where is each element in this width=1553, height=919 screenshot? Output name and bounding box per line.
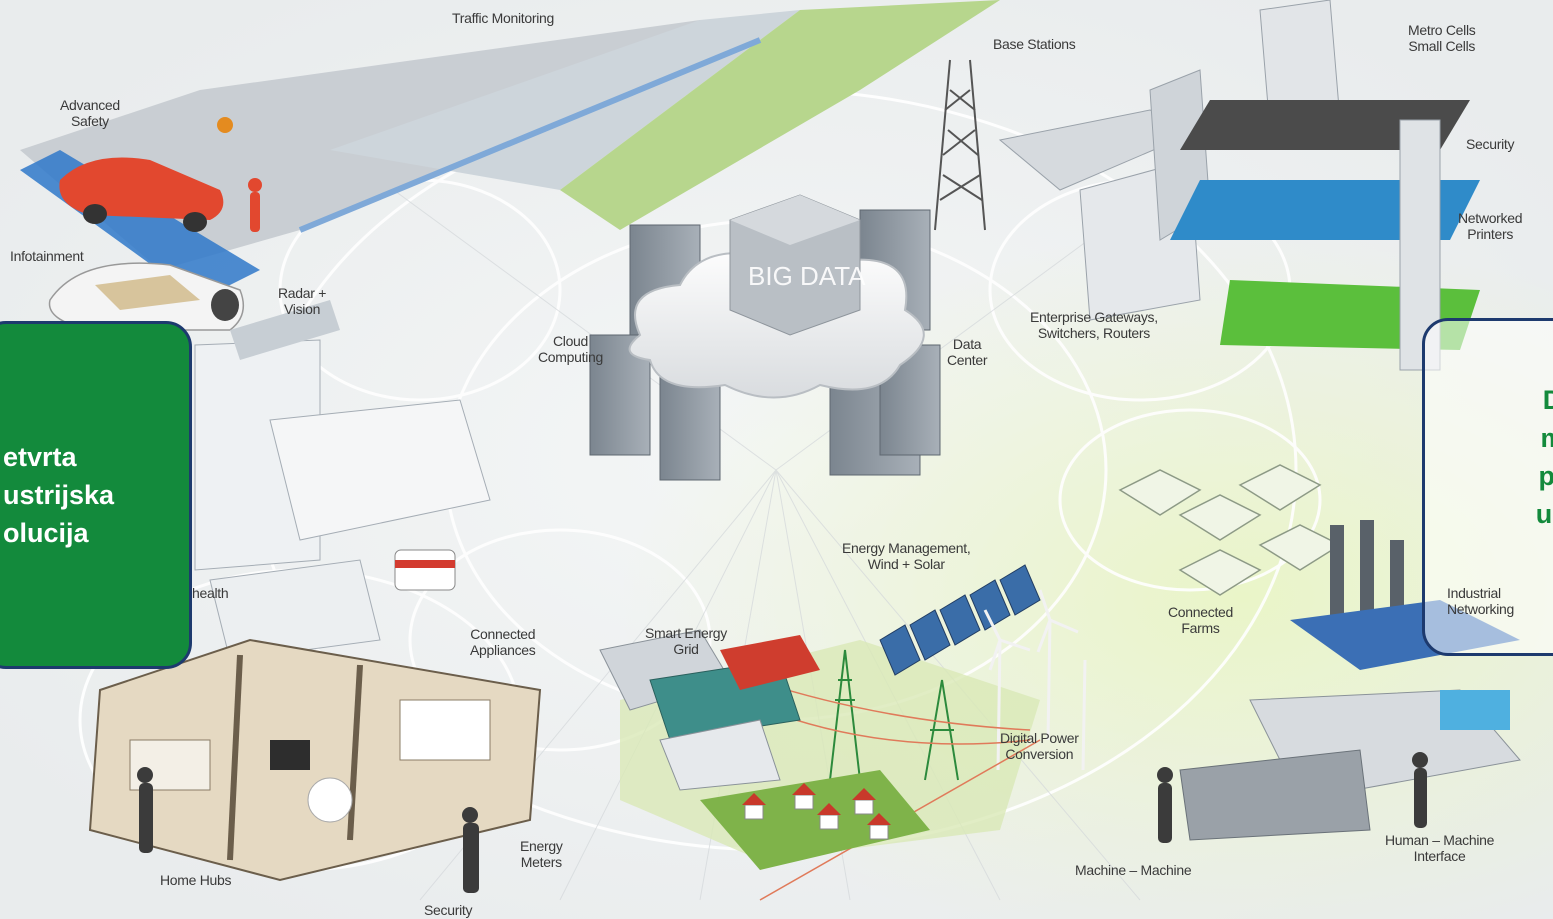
label-data-center-line2: Center bbox=[947, 352, 988, 368]
callout-right-box: Desc milij pove ured Industrial Networki… bbox=[1422, 318, 1553, 656]
label-smart-energy-grid: Smart Energy Grid bbox=[645, 625, 727, 657]
callout-right-text: Desc milij pove ured bbox=[1425, 381, 1553, 533]
callout-right-line3: pove bbox=[1425, 457, 1553, 495]
label-metro-cells-line1: Metro Cells bbox=[1408, 22, 1476, 38]
callout-right-line4: ured bbox=[1535, 499, 1553, 529]
label-advanced-safety: Advanced Safety bbox=[60, 97, 120, 129]
callout-left-line1: etvrta bbox=[3, 442, 77, 472]
callout-right-line2: milij bbox=[1425, 419, 1553, 457]
callout-right-line1: Desc bbox=[1425, 381, 1553, 419]
label-home-hubs: Home Hubs bbox=[160, 872, 232, 888]
label-ehealth: health bbox=[192, 585, 229, 601]
callout-left-box: etvrta ustrijska olucija bbox=[0, 321, 192, 669]
label-networked-printers-line1: Networked bbox=[1458, 210, 1523, 226]
label-energy-management: Energy Management, Wind + Solar bbox=[842, 540, 971, 572]
label-connected-appliances-line1: Connected bbox=[470, 626, 536, 642]
greenhouses bbox=[1118, 464, 1342, 596]
label-energy-meters-line1: Energy bbox=[520, 838, 563, 854]
label-connected-farms-line2: Farms bbox=[1181, 620, 1220, 636]
label-infotainment: Infotainment bbox=[10, 248, 84, 264]
label-smart-energy-grid-line1: Smart Energy bbox=[645, 625, 727, 641]
factory bbox=[1179, 520, 1521, 841]
cars bbox=[48, 157, 245, 331]
label-smart-energy-grid-line2: Grid bbox=[673, 641, 699, 657]
cloud-big-data: BIG DATA bbox=[589, 194, 941, 481]
label-metro-cells: Metro Cells Small Cells bbox=[1408, 22, 1476, 54]
label-security-top: Security bbox=[1466, 136, 1515, 152]
label-industrial-networking-line2: Networking bbox=[1447, 601, 1515, 617]
label-human-machine-line2: Interface bbox=[1413, 848, 1466, 864]
label-industrial-networking: Industrial Networking bbox=[1447, 585, 1514, 617]
label-digital-power: Digital Power Conversion bbox=[1000, 730, 1079, 762]
label-enterprise-gateways-line2: Switchers, Routers bbox=[1037, 325, 1150, 341]
label-connected-farms: Connected Farms bbox=[1168, 604, 1233, 636]
label-data-center: Data Center bbox=[947, 336, 988, 368]
label-enterprise-gateways: Enterprise Gateways, Switchers, Routers bbox=[1030, 309, 1158, 341]
label-cloud-computing-line1: Cloud bbox=[552, 333, 589, 349]
callout-left-line3: olucija bbox=[3, 518, 89, 548]
label-digital-power-line2: Conversion bbox=[1005, 746, 1074, 762]
label-metro-cells-line2: Small Cells bbox=[1408, 38, 1476, 54]
base-station-tower bbox=[934, 59, 986, 231]
label-radar-vision: Radar + Vision bbox=[278, 285, 326, 317]
label-cloud-computing-line2: Computing bbox=[538, 349, 604, 365]
big-data-text: BIG DATA bbox=[748, 261, 866, 291]
label-enterprise-gateways-line1: Enterprise Gateways, bbox=[1030, 309, 1158, 325]
label-data-center-line1: Data bbox=[952, 336, 982, 352]
label-networked-printers: Networked Printers bbox=[1458, 210, 1523, 242]
smart-grid-equipment bbox=[599, 629, 820, 791]
label-energy-management-line1: Energy Management, bbox=[842, 540, 971, 556]
people bbox=[137, 178, 1428, 893]
label-industrial-networking-line1: Industrial bbox=[1447, 585, 1501, 601]
label-connected-appliances: Connected Appliances bbox=[470, 626, 536, 658]
label-traffic-monitoring: Traffic Monitoring bbox=[452, 10, 554, 26]
hospital bbox=[194, 300, 491, 661]
label-energy-management-line2: Wind + Solar bbox=[867, 556, 945, 572]
label-security-bottom: Security bbox=[424, 902, 473, 918]
label-advanced-safety-line1: Advanced bbox=[60, 97, 120, 113]
label-human-machine: Human – Machine Interface bbox=[1385, 832, 1494, 864]
label-cloud-computing: Cloud Computing bbox=[538, 333, 603, 365]
label-machine-machine: Machine – Machine bbox=[1075, 862, 1192, 878]
label-radar-vision-line1: Radar + bbox=[278, 285, 327, 301]
label-connected-farms-line1: Connected bbox=[1168, 604, 1234, 620]
label-digital-power-line1: Digital Power bbox=[1000, 730, 1079, 746]
label-networked-printers-line2: Printers bbox=[1467, 226, 1514, 242]
label-base-stations: Base Stations bbox=[993, 36, 1076, 52]
village-houses bbox=[700, 770, 930, 870]
enterprise-buildings bbox=[998, 0, 1480, 371]
label-energy-meters-line2: Meters bbox=[520, 854, 562, 870]
label-radar-vision-line2: Vision bbox=[284, 301, 321, 317]
label-energy-meters: Energy Meters bbox=[520, 838, 563, 870]
label-human-machine-line1: Human – Machine bbox=[1385, 832, 1495, 848]
callout-left-line2: ustrijska bbox=[3, 480, 115, 510]
home-floorplan bbox=[88, 638, 542, 882]
label-connected-appliances-line2: Appliances bbox=[470, 642, 536, 658]
label-advanced-safety-line2: Safety bbox=[70, 113, 109, 129]
